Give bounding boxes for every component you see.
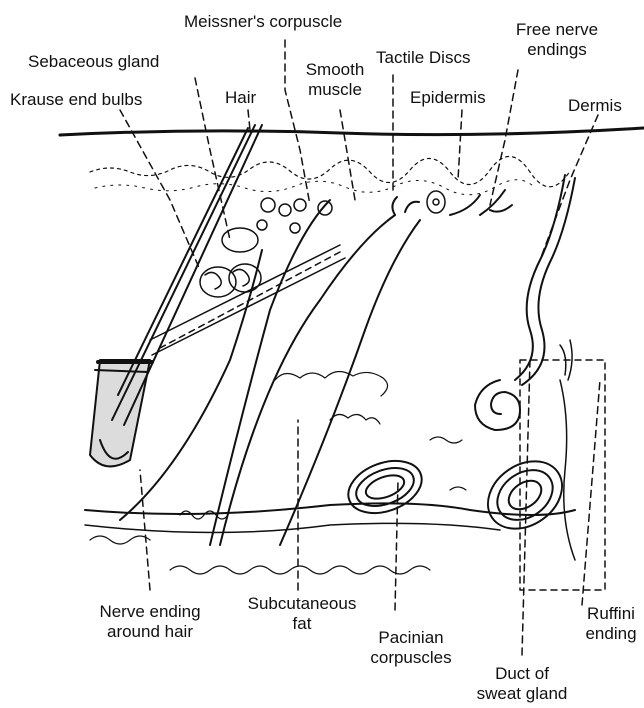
ruffini-ending xyxy=(520,340,605,590)
label-nerve-ending-around-hair: Nerve ending around hair xyxy=(88,602,212,642)
hair-follicle xyxy=(90,360,152,466)
sweat-gland xyxy=(475,175,575,430)
label-sebaceous-gland: Sebaceous gland xyxy=(28,52,159,72)
nerve-fibers xyxy=(120,190,512,545)
label-epidermis: Epidermis xyxy=(410,88,486,108)
label-duct-of-sweat-gland: Duct of sweat gland xyxy=(462,664,582,704)
label-dermis: Dermis xyxy=(568,96,622,116)
skin-surface-line xyxy=(60,128,644,135)
meissner-corpuscles xyxy=(257,198,332,233)
label-ruffini-ending: Ruffini ending xyxy=(578,604,644,644)
dermis-boundary xyxy=(85,503,575,515)
label-krause-end-bulbs: Krause end bulbs xyxy=(10,90,142,110)
smooth-muscle-band xyxy=(150,245,345,355)
label-smooth-muscle: Smooth muscle xyxy=(296,60,374,100)
epidermis-texture-2 xyxy=(95,180,535,195)
label-subcutaneous-fat: Subcutaneous fat xyxy=(232,594,372,634)
tactile-disc xyxy=(427,191,445,213)
label-pacinian-corpuscles: Pacinian corpuscles xyxy=(356,628,466,668)
label-hair: Hair xyxy=(225,88,256,108)
dermis-boundary-2 xyxy=(85,523,500,532)
pacinian-corpuscles xyxy=(341,447,575,542)
label-meissner-corpuscle: Meissner's corpuscle xyxy=(184,12,342,32)
label-tactile-discs: Tactile Discs xyxy=(376,48,470,68)
label-free-nerve-endings: Free nerve endings xyxy=(506,20,608,60)
